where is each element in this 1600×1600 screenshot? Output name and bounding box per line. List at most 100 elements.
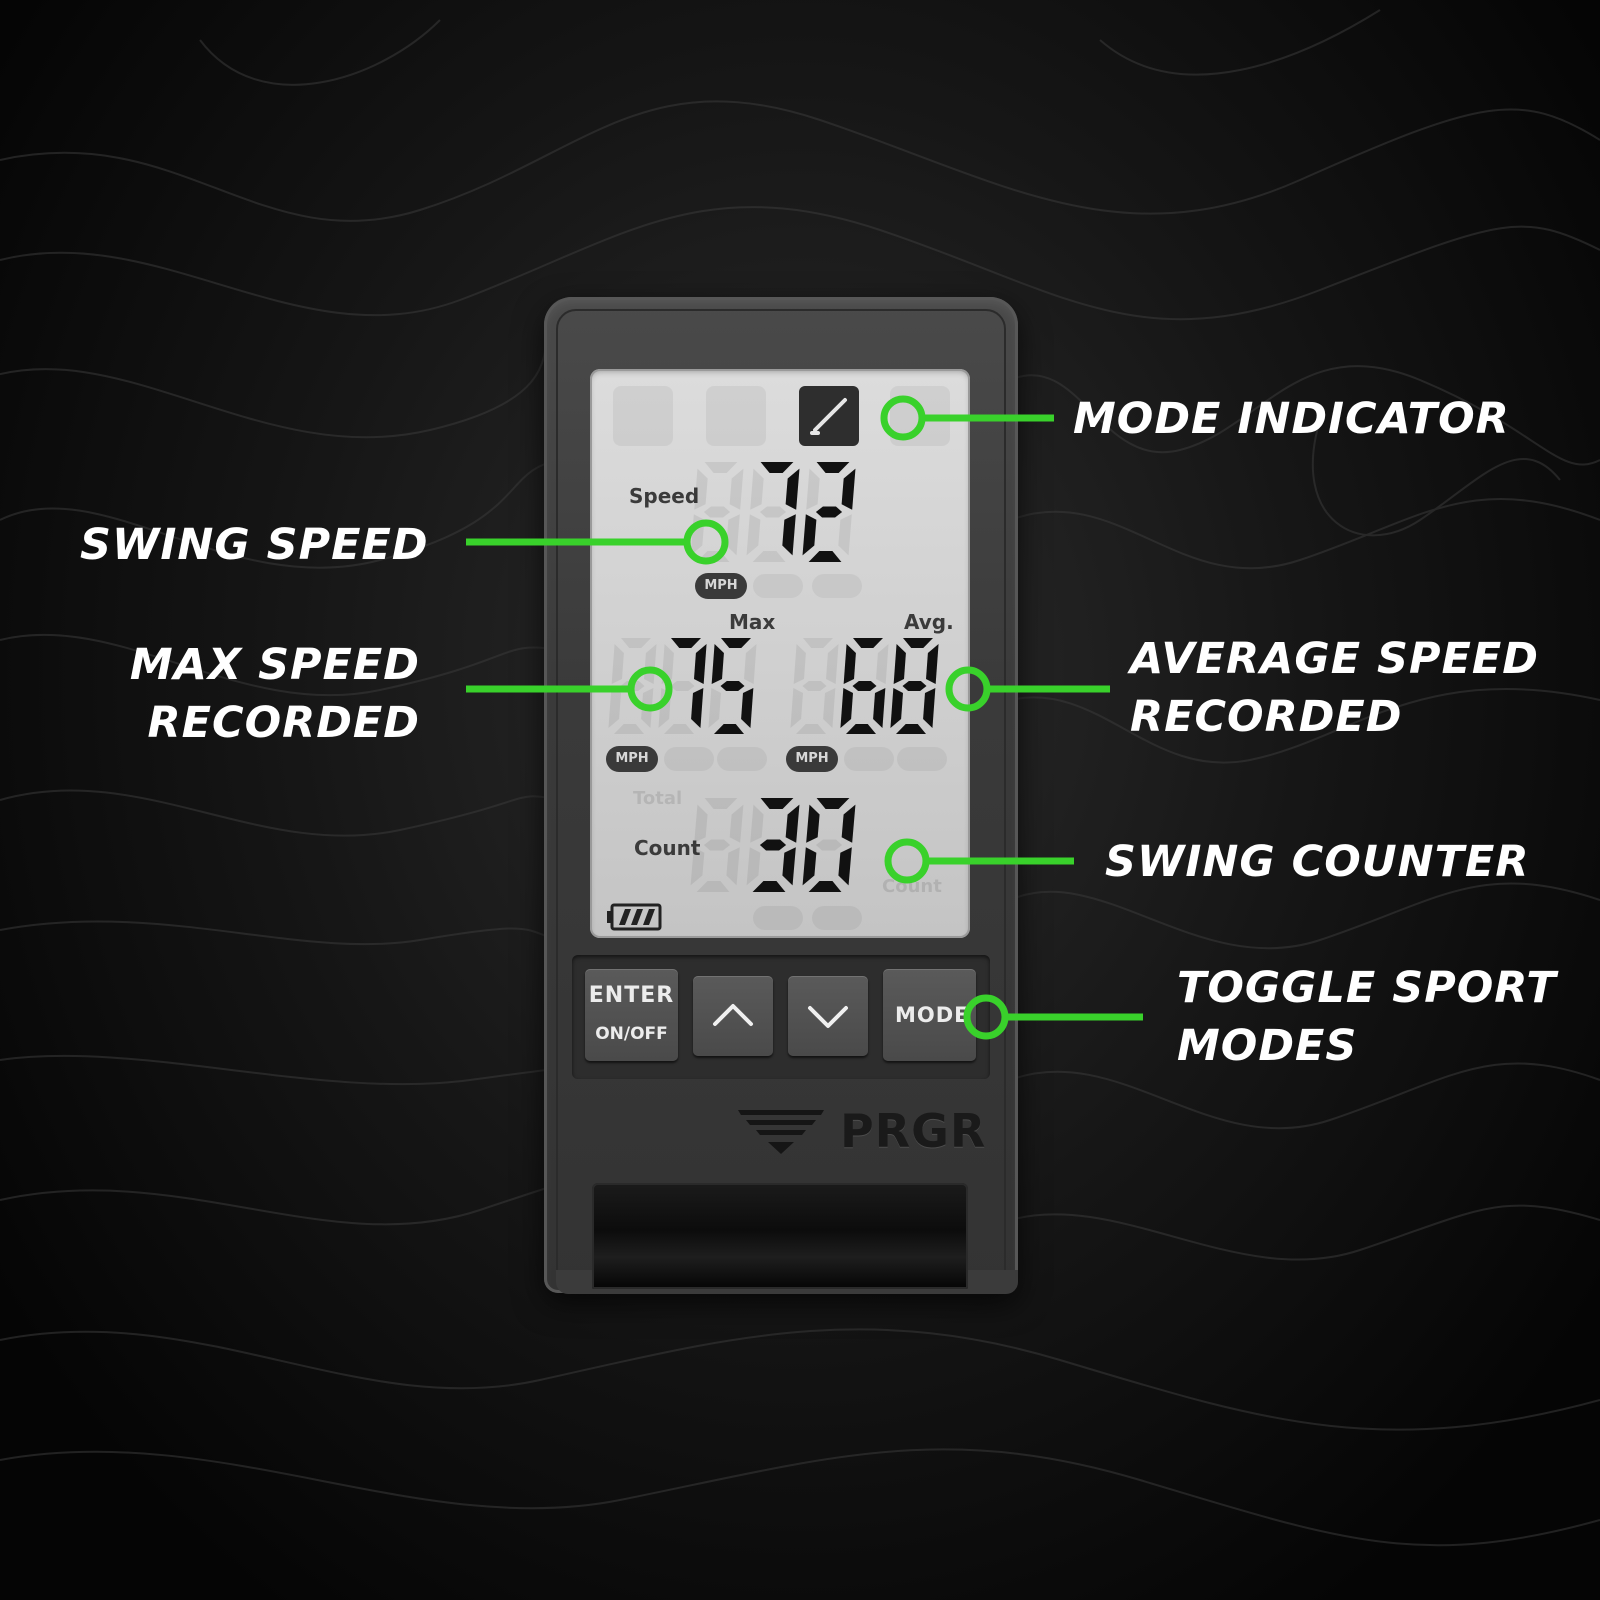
max-ghost-segment-d: [664, 724, 694, 734]
count-ghost-segment-e: [690, 847, 705, 886]
max-ghost-segment-d: [614, 724, 644, 734]
max-digit-1-segment-c: [691, 688, 704, 728]
avg-ghost-segment-b: [876, 644, 889, 684]
count-digits: [690, 798, 856, 892]
speed-ghost-segment-f: [750, 468, 764, 510]
callout-average-speed: AVERAGE SPEED RECORDED: [1130, 634, 1539, 742]
avg-ghost-segment-b: [826, 644, 839, 684]
segment-ghost: [812, 906, 862, 930]
count-digit-2-segment-c: [838, 847, 852, 886]
max-digit-2-segment-d: [714, 724, 744, 734]
callout-marker-max-speed: [627, 666, 673, 712]
count-digit-1-segment-d: [752, 881, 786, 892]
count-ghost-segment-b: [729, 804, 744, 843]
chevron-up-icon: [713, 1004, 753, 1026]
count-value-digits: [752, 798, 856, 892]
callout-max-speed: MAX SPEED RECORDED: [129, 640, 420, 748]
max-value-digits: [671, 638, 754, 734]
speed-digit-1-segment-b: [785, 468, 800, 510]
speed-ghost-segment-g: [759, 506, 787, 518]
avg-ghost-segment-c: [823, 688, 836, 728]
on-off-button-label: ON/OFF: [595, 1024, 668, 1044]
count-digit-2-segment-b: [841, 804, 856, 843]
brand-logo-icon: [738, 1110, 824, 1154]
avg-digit-2-segment-d: [896, 724, 926, 734]
speed-value-digits: [760, 462, 856, 562]
count-digit-2-segment-d: [808, 881, 842, 892]
callout-toggle-sport-modes: TOGGLE SPORT MODES: [1177, 963, 1557, 1071]
max-unit-badge: MPH: [606, 746, 658, 772]
segment-ghost: [717, 747, 767, 771]
speed-ghost-segment-d: [752, 551, 786, 562]
chevron-down-icon: [808, 1006, 848, 1028]
callout-marker-average-speed: [945, 666, 991, 712]
speed-digit-1-segment-a: [760, 462, 794, 473]
count-digit-2-segment-a: [816, 798, 850, 809]
count-ghost-segment-c: [726, 847, 740, 886]
max-ghost-segment-g: [670, 681, 695, 691]
max-label: Max: [729, 610, 776, 634]
callout-marker-swing-counter: [884, 838, 930, 884]
enter-button-label: ENTER: [588, 983, 675, 1008]
count-ghost-segment-g: [815, 839, 843, 851]
count-digit-1-segment-b: [785, 804, 800, 843]
max-ghost-segment-a: [621, 638, 651, 648]
avg-unit-badge: MPH: [786, 746, 838, 772]
count-ghost-segment-g: [703, 839, 731, 851]
speed-ghost-segment-c: [838, 514, 852, 556]
belt-clip: [592, 1183, 968, 1289]
callout-marker-mode-indicator: [880, 395, 926, 441]
max-digit-2-segment-g: [720, 681, 745, 691]
mode-slot-ghost: [706, 386, 766, 446]
count-ghost-segment-a: [704, 798, 738, 809]
speed-digit-2-segment-g: [815, 506, 843, 518]
max-digits: [608, 638, 757, 734]
speed-ghost-segment-f: [694, 468, 708, 510]
brand-name: PRGR: [840, 1104, 987, 1158]
max-ghost-segment-b: [744, 644, 757, 684]
speed-ghost-segment-a: [704, 462, 738, 473]
up-button[interactable]: [693, 976, 773, 1056]
avg-ghost-segment-a: [803, 638, 833, 648]
speed-digit-2-segment-a: [816, 462, 850, 473]
count-ghost-label: Count: [882, 876, 942, 897]
max-digit-1-segment-a: [671, 638, 701, 648]
speed-ghost-segment-g: [703, 506, 731, 518]
max-digit-1-segment-b: [694, 644, 707, 684]
mode-slot-ghost: [613, 386, 673, 446]
down-button[interactable]: [788, 976, 868, 1056]
callout-swing-counter: SWING COUNTER: [1105, 837, 1530, 887]
avg-digit-2-segment-g: [902, 681, 927, 691]
speed-digit-2-segment-e: [802, 514, 817, 556]
avg-digit-2-segment-a: [903, 638, 933, 648]
mode-button-label: MODE: [895, 1003, 970, 1027]
count-label: Count: [634, 836, 701, 860]
max-ghost-segment-e: [708, 688, 721, 728]
speed-digit-2-segment-b: [841, 468, 856, 510]
avg-label: Avg.: [904, 610, 954, 634]
max-digit-2-segment-c: [741, 688, 754, 728]
avg-value-digits: [840, 638, 939, 734]
callout-marker-swing-speed: [683, 519, 729, 565]
avg-ghost-segment-e: [790, 688, 803, 728]
avg-digit-1-segment-c: [873, 688, 886, 728]
max-ghost-segment-f: [611, 644, 624, 684]
max-digit-2-segment-f: [711, 644, 724, 684]
mode-button[interactable]: MODE: [883, 969, 976, 1061]
count-ghost-segment-f: [750, 804, 764, 843]
max-ghost-segment-b: [644, 644, 657, 684]
avg-digit-1-segment-d: [846, 724, 876, 734]
count-digit-2-segment-f: [806, 804, 820, 843]
avg-digit-1-segment-e: [840, 688, 853, 728]
avg-digit-1-segment-f: [843, 644, 856, 684]
segment-ghost: [753, 574, 803, 598]
segment-ghost: [664, 747, 714, 771]
callout-mode-indicator: MODE INDICATOR: [1073, 394, 1510, 444]
speed-ghost-segment-c: [726, 514, 740, 556]
avg-digits: [790, 638, 939, 734]
segment-ghost: [844, 747, 894, 771]
speed-digit-2-segment-d: [808, 551, 842, 562]
enter-on-off-button[interactable]: ENTER ON/OFF: [585, 969, 678, 1061]
